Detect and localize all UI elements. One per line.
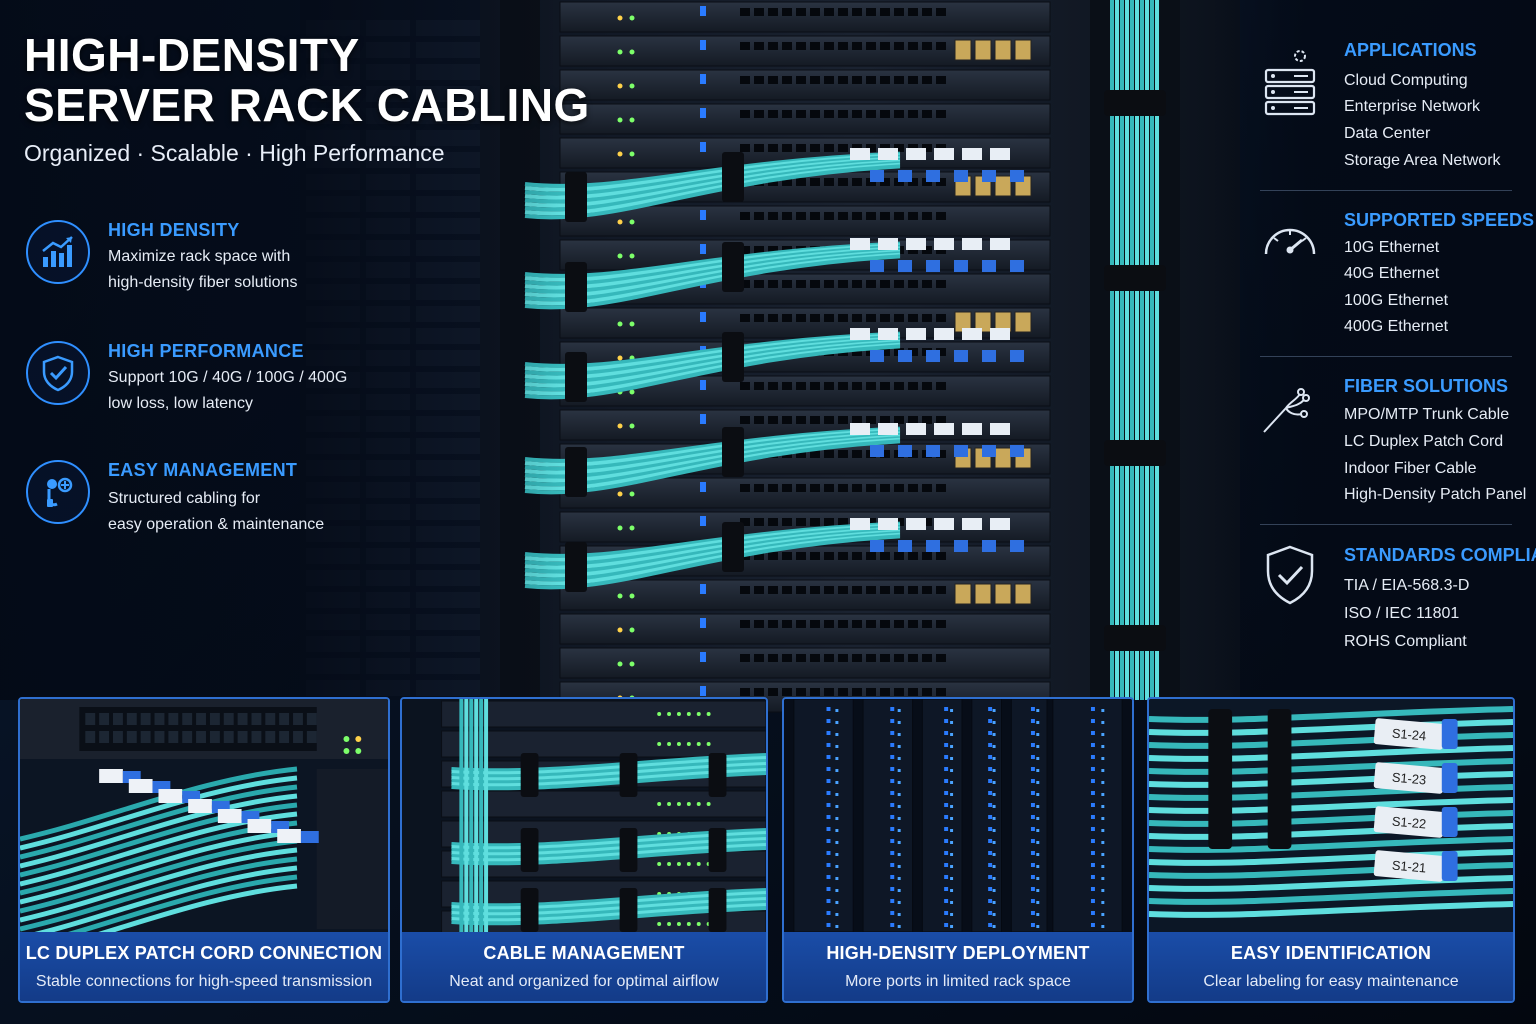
page-title: HIGH-DENSITY SERVER RACK CABLING <box>24 30 590 130</box>
info-item: ROHS Compliant <box>1344 633 1467 650</box>
info-item: 10G Ethernet <box>1344 239 1440 256</box>
info-item: High-Density Patch Panel <box>1344 486 1527 503</box>
bar-chart-icon <box>26 220 90 284</box>
card-title: HIGH-DENSITY DEPLOYMENT <box>826 943 1090 963</box>
shield-check-icon <box>26 341 90 405</box>
shield-check-icon <box>1260 545 1320 605</box>
card-subtitle: Stable connections for high-speed transm… <box>35 973 373 990</box>
info-heading: STANDARDS COMPLIANCE <box>1344 545 1536 565</box>
card-title: CABLE MANAGEMENT <box>483 943 685 963</box>
speedometer-icon <box>1260 210 1320 270</box>
card-lc-duplex: LC DUPLEX PATCH CORD CONNECTION Stable c… <box>18 697 390 1003</box>
card-cable-management: CABLE MANAGEMENT Neat and organized for … <box>400 697 768 1003</box>
datacenter-aisle-photo <box>784 699 1132 932</box>
info-divider <box>1260 524 1512 525</box>
title-line-1: HIGH-DENSITY <box>24 29 360 81</box>
feature-text: Maximize rack space with <box>108 248 291 265</box>
card-subtitle: Neat and organized for optimal airflow <box>449 973 719 990</box>
info-item: MPO/MTP Trunk Cable <box>1344 406 1510 423</box>
cable-management-photo <box>402 699 766 932</box>
title-line-2: SERVER RACK CABLING <box>24 79 590 131</box>
info-heading: FIBER SOLUTIONS <box>1344 376 1509 396</box>
feature-text: Structured cabling for <box>108 490 261 507</box>
cable-label: S1-21 <box>1391 857 1426 875</box>
lc-duplex-photo <box>20 699 388 932</box>
feature-heading: HIGH PERFORMANCE <box>108 341 304 361</box>
card-title: LC DUPLEX PATCH CORD CONNECTION <box>25 943 383 963</box>
info-item: LC Duplex Patch Cord <box>1344 433 1504 450</box>
feature-text: high-density fiber solutions <box>108 274 298 291</box>
card-high-density-deployment: HIGH-DENSITY DEPLOYMENT More ports in li… <box>782 697 1134 1003</box>
card-caption: LC DUPLEX PATCH CORD CONNECTION Stable c… <box>20 932 388 1001</box>
feature-high-performance: HIGH PERFORMANCE Support 10G / 40G / 100… <box>26 341 406 421</box>
cable-label: S1-23 <box>1391 769 1426 787</box>
server-icon <box>1260 40 1320 116</box>
card-title: EASY IDENTIFICATION <box>1230 943 1432 963</box>
info-heading: SUPPORTED SPEEDS <box>1344 210 1535 230</box>
info-item: Storage Area Network <box>1344 152 1501 169</box>
page-subtitle: Organized · Scalable · High Performance <box>24 140 445 166</box>
info-item: Indoor Fiber Cable <box>1344 460 1477 477</box>
card-caption: EASY IDENTIFICATION Clear labeling for e… <box>1149 932 1513 1001</box>
info-item: 40G Ethernet <box>1344 265 1440 282</box>
card-subtitle: Clear labeling for easy maintenance <box>1203 973 1459 990</box>
fiber-optic-icon <box>1260 376 1320 436</box>
info-divider <box>1260 356 1512 357</box>
cable-wrench-icon <box>26 460 90 524</box>
info-item: Data Center <box>1344 125 1431 142</box>
card-caption: CABLE MANAGEMENT Neat and organized for … <box>402 932 766 1001</box>
info-item: Cloud Computing <box>1344 72 1468 89</box>
cable-label: S1-22 <box>1391 813 1426 831</box>
info-divider <box>1260 190 1512 191</box>
info-item: 400G Ethernet <box>1344 318 1449 335</box>
info-item: 100G Ethernet <box>1344 292 1449 309</box>
info-item: TIA / EIA-568.3-D <box>1344 577 1470 594</box>
cable-label: S1-24 <box>1391 725 1426 743</box>
feature-easy-management: EASY MANAGEMENT Structured cabling for e… <box>26 460 406 540</box>
info-heading: APPLICATIONS <box>1344 40 1477 60</box>
card-caption: HIGH-DENSITY DEPLOYMENT More ports in li… <box>784 932 1132 1001</box>
info-item: Enterprise Network <box>1344 98 1481 115</box>
feature-text: low loss, low latency <box>108 395 253 412</box>
info-item: ISO / IEC 11801 <box>1344 605 1460 622</box>
feature-heading: EASY MANAGEMENT <box>108 460 298 480</box>
feature-text: easy operation & maintenance <box>108 516 325 533</box>
card-subtitle: More ports in limited rack space <box>845 973 1071 990</box>
feature-high-density: HIGH DENSITY Maximize rack space with hi… <box>26 220 406 300</box>
feature-text: Support 10G / 40G / 100G / 400G <box>108 369 348 386</box>
feature-heading: HIGH DENSITY <box>108 220 240 240</box>
